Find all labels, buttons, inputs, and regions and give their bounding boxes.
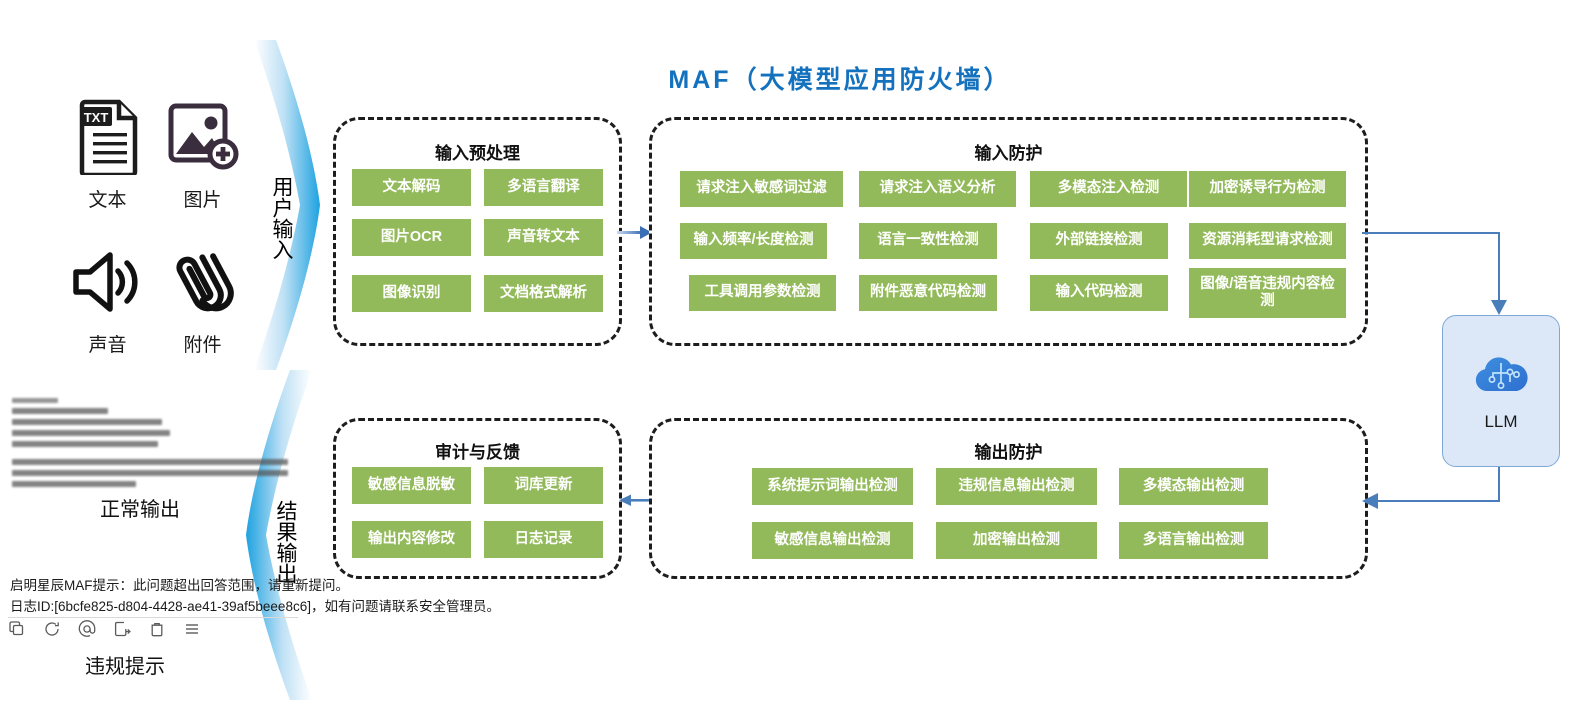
- input-source-label: 文本: [88, 190, 127, 211]
- capability-box[interactable]: 文档格式解析: [484, 275, 603, 312]
- input-source-text: TXT 文本: [60, 95, 155, 212]
- capability-box[interactable]: 输入代码检测: [1030, 275, 1168, 311]
- capability-box[interactable]: 请求注入语义分析: [859, 171, 1016, 207]
- input-source-sound: 声音: [60, 240, 155, 357]
- group-title: 输入防护: [974, 144, 1043, 163]
- capability-box[interactable]: 请求注入敏感词过滤: [680, 171, 843, 207]
- result-output-label: 结果输出: [274, 500, 297, 584]
- result-output-arrow: [246, 370, 320, 705]
- delete-icon[interactable]: [148, 620, 166, 643]
- speaker-sound-icon: [60, 240, 155, 324]
- capability-box[interactable]: 词库更新: [484, 467, 603, 504]
- group-title: 输入预处理: [435, 144, 520, 163]
- group-audit-feedback: 审计与反馈 敏感信息脱敏 词库更新 输出内容修改 日志记录: [333, 418, 622, 579]
- group-output-protection: 输出防护 系统提示词输出检测 违规信息输出检测 多模态输出检测 敏感信息输出检测…: [649, 418, 1368, 579]
- group-title: 审计与反馈: [435, 443, 520, 462]
- paperclip-attachment-icon: [155, 240, 250, 324]
- capability-box[interactable]: 图像/语音违规内容检测: [1189, 268, 1346, 318]
- input-source-label: 图片: [183, 190, 222, 211]
- normal-output-label: 正常输出: [100, 499, 180, 521]
- page-title: MAF（大模型应用防火墙）: [668, 66, 1012, 94]
- maf-warning-line-1: 启明星辰MAF提示：此问题超出回答范围，请重新提问。: [10, 578, 349, 593]
- capability-box[interactable]: 外部链接检测: [1030, 223, 1168, 259]
- chat-response-panel: [12, 398, 302, 492]
- capability-box[interactable]: 声音转文本: [484, 219, 603, 256]
- capability-box[interactable]: 多语言翻译: [484, 169, 603, 206]
- connector-from-llm-vertical: [1498, 465, 1500, 502]
- capability-box[interactable]: 输出内容修改: [352, 521, 471, 558]
- chat-toolbar: [8, 620, 201, 643]
- llm-node[interactable]: LLM: [1442, 315, 1560, 467]
- llm-label: LLM: [1484, 411, 1518, 431]
- refresh-icon[interactable]: [43, 620, 61, 643]
- group-input-protection: 输入防护 请求注入敏感词过滤 请求注入语义分析 多模态注入检测 加密诱导行为检测…: [649, 117, 1368, 346]
- arrow-head-to-llm: [1491, 300, 1507, 323]
- text-file-icon: TXT: [60, 95, 155, 179]
- violation-prompt-label: 违规提示: [85, 656, 165, 678]
- capability-box[interactable]: 资源消耗型请求检测: [1189, 223, 1346, 259]
- cloud-circuit-icon: [1469, 351, 1533, 404]
- arrow-protection-to-audit: [618, 490, 654, 517]
- copy-icon[interactable]: [8, 620, 26, 643]
- capability-box[interactable]: 输入频率/长度检测: [680, 223, 827, 259]
- group-title: 输出防护: [974, 443, 1043, 462]
- connector-to-llm-vertical: [1498, 232, 1500, 304]
- capability-box[interactable]: 敏感信息输出检测: [752, 522, 913, 559]
- image-add-icon: [155, 95, 250, 179]
- capability-box[interactable]: 图像识别: [352, 275, 471, 312]
- menu-icon[interactable]: [183, 620, 201, 643]
- capability-box[interactable]: 文本解码: [352, 169, 471, 206]
- capability-box[interactable]: 加密输出检测: [936, 522, 1097, 559]
- capability-box[interactable]: 系统提示词输出检测: [752, 468, 913, 505]
- input-source-image: 图片: [155, 95, 250, 212]
- export-icon[interactable]: [113, 620, 131, 643]
- input-source-label: 附件: [183, 335, 222, 356]
- capability-box[interactable]: 加密诱导行为检测: [1189, 171, 1346, 207]
- arrow-head-from-llm: [1360, 493, 1378, 514]
- input-source-attachment: 附件: [155, 240, 250, 357]
- capability-box[interactable]: 工具调用参数检测: [689, 275, 836, 311]
- mention-icon[interactable]: [78, 620, 96, 643]
- capability-box[interactable]: 敏感信息脱敏: [352, 467, 471, 504]
- capability-box[interactable]: 违规信息输出检测: [936, 468, 1097, 505]
- svg-text:TXT: TXT: [83, 110, 108, 125]
- user-input-arrow: [246, 40, 320, 375]
- capability-box[interactable]: 多模态注入检测: [1030, 171, 1187, 207]
- capability-box[interactable]: 多语言输出检测: [1119, 522, 1268, 559]
- divider: [8, 617, 298, 618]
- capability-box[interactable]: 图片OCR: [352, 219, 471, 256]
- blurred-response-text: [12, 398, 290, 487]
- capability-box[interactable]: 日志记录: [484, 521, 603, 558]
- arrow-preprocess-to-protection: [617, 222, 653, 249]
- capability-box[interactable]: 附件恶意代码检测: [859, 275, 997, 311]
- group-input-preprocess: 输入预处理 文本解码 多语言翻译 图片OCR 声音转文本 图像识别 文档格式解析: [333, 117, 622, 346]
- connector-to-llm-horizontal: [1362, 232, 1500, 234]
- capability-box[interactable]: 多模态输出检测: [1119, 468, 1268, 505]
- maf-warning-line-2: 日志ID:[6bcfe825-d804-4428-ae41-39af5beee8…: [10, 599, 500, 614]
- connector-from-llm-horizontal: [1374, 500, 1500, 502]
- user-input-label: 用户输入: [270, 176, 293, 260]
- capability-box[interactable]: 语言一致性检测: [859, 223, 997, 259]
- input-source-label: 声音: [88, 335, 127, 356]
- input-sources-panel: TXT 文本 图片: [60, 95, 250, 357]
